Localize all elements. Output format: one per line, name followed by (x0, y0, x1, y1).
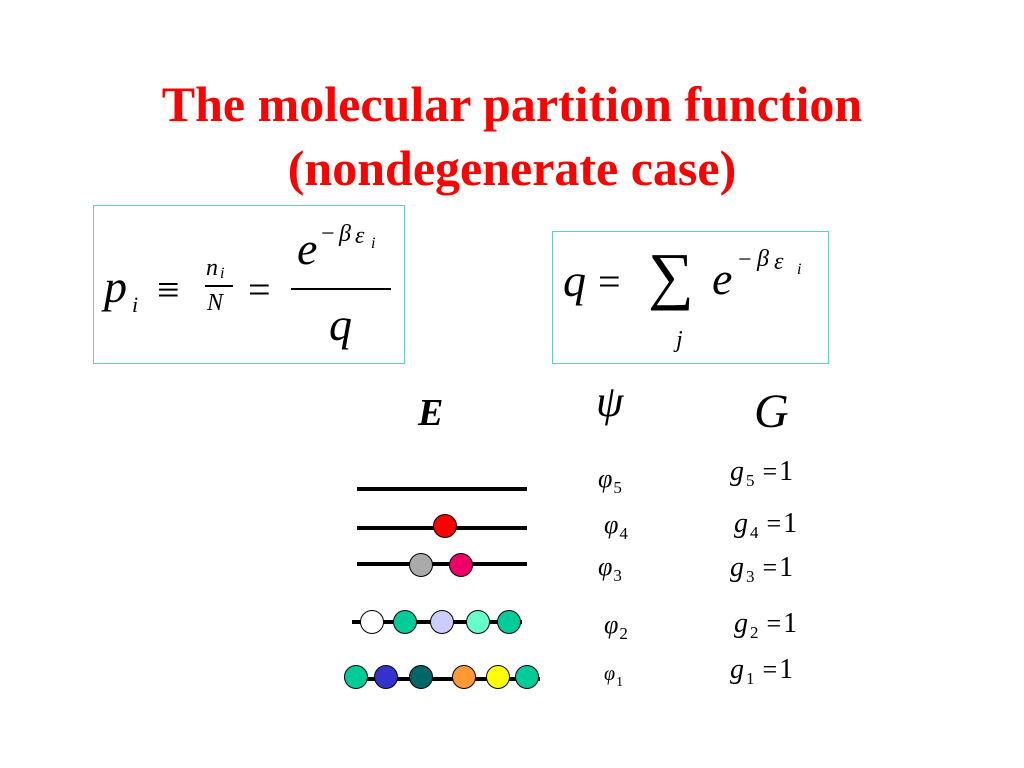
small-fraction-bar (205, 285, 233, 287)
degeneracy-header: G (754, 385, 789, 438)
exponent-beta: β (757, 246, 769, 272)
p-subscript: i (132, 292, 139, 317)
q-symbol: q (563, 255, 586, 306)
e-base: e (712, 253, 733, 304)
phi-4: φ4 (604, 510, 628, 543)
particle-level-2-2 (393, 610, 417, 634)
phi-3: φ3 (598, 552, 622, 585)
particle-level-2-4 (466, 610, 490, 634)
exponent-epsilon: ε (355, 223, 365, 249)
particle-level-1-6 (515, 665, 539, 689)
partition-function-box (552, 231, 829, 364)
equals-sign: = (598, 259, 621, 304)
n-numerator: n (206, 255, 218, 281)
energy-level-1 (350, 677, 540, 681)
energy-level-5 (357, 487, 527, 491)
particle-level-3-1 (409, 553, 433, 577)
particle-level-1-2 (374, 665, 398, 689)
exponent-epsilon: ε (774, 249, 784, 275)
summation-sign: ∑ (648, 240, 694, 311)
slide-title: The molecular partition function (nondeg… (0, 72, 1024, 200)
N-denominator: N (207, 290, 224, 316)
equals-sign: = (248, 267, 271, 312)
particle-level-2-5 (497, 610, 521, 634)
phi-2: φ2 (604, 610, 628, 643)
q-denominator: q (329, 299, 352, 350)
particle-level-4-1 (433, 514, 457, 538)
energy-header: E (418, 392, 444, 434)
n-subscript: i (220, 265, 225, 282)
main-fraction-bar (291, 288, 391, 290)
energy-level-3 (357, 562, 527, 566)
exponent-minus: − (738, 247, 752, 273)
phi-5: φ5 (598, 464, 622, 497)
exponent-beta: β (339, 221, 351, 247)
particle-level-1-1 (344, 665, 368, 689)
p-symbol: p (104, 261, 127, 312)
phi-1: φ1 (604, 663, 624, 690)
equiv-sign: ≡ (157, 267, 180, 312)
exponent-subscript: i (371, 235, 376, 252)
title-line-2: (nondegenerate case) (287, 140, 737, 196)
particle-level-1-3 (409, 665, 433, 689)
title-line-1: The molecular partition function (161, 76, 863, 132)
particle-level-3-2 (449, 553, 473, 577)
particle-level-1-5 (486, 665, 510, 689)
sum-index: j (676, 327, 683, 353)
particle-level-2-3 (430, 610, 454, 634)
particle-level-1-4 (452, 665, 476, 689)
probability-formula-box (93, 205, 405, 364)
exponent-minus: − (321, 221, 335, 247)
e-numerator: e (297, 223, 318, 274)
psi-header: ψ (596, 377, 624, 426)
particle-level-2-1 (360, 610, 384, 634)
exponent-subscript: i (797, 261, 802, 278)
